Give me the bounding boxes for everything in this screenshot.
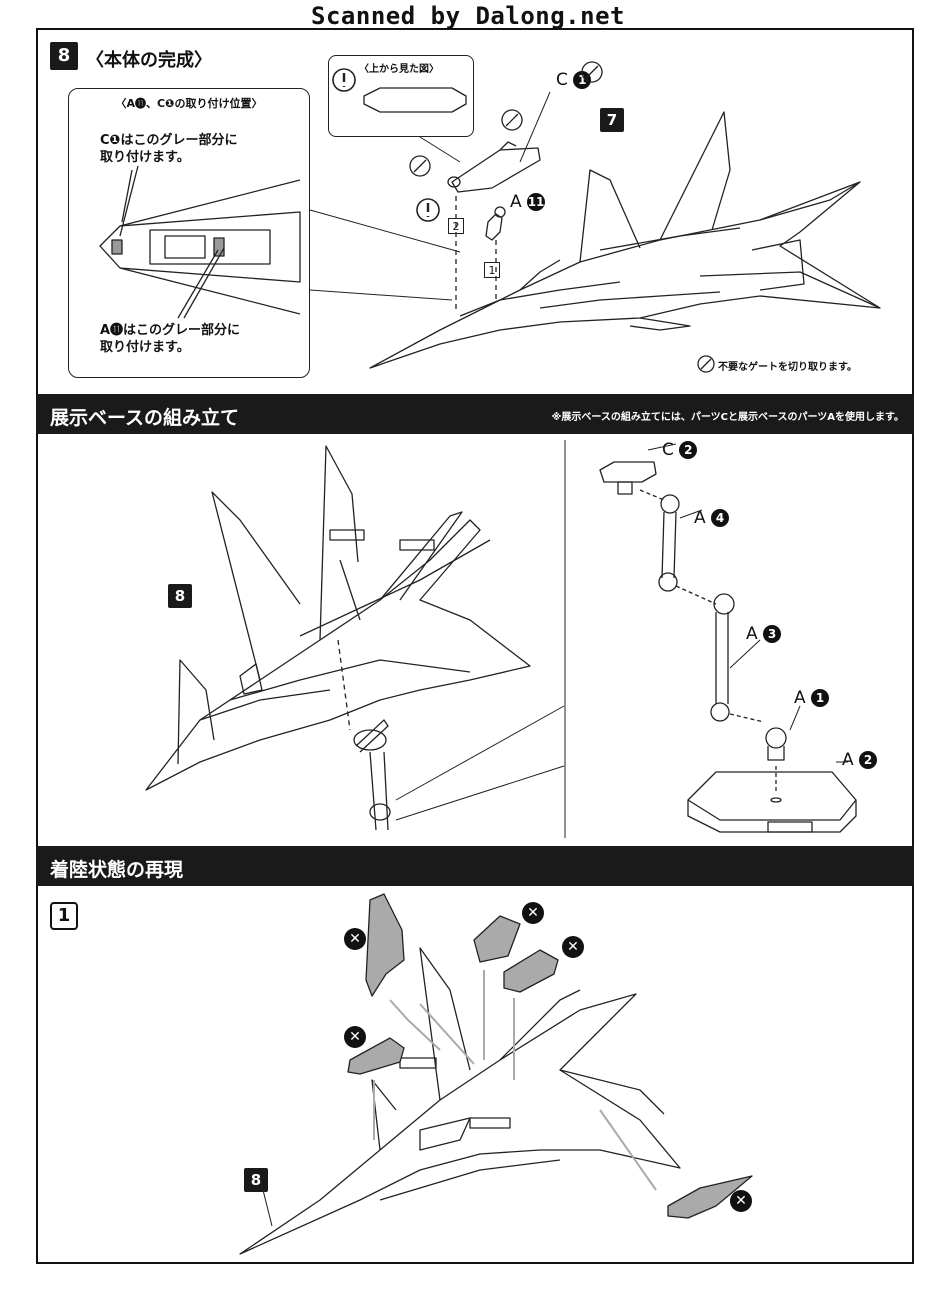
- part-label-a3: A 3: [746, 624, 782, 644]
- callout-a11: A⓫はこのグレー部分に 取り付けます。: [100, 323, 241, 355]
- part-label-c1: C 1: [556, 70, 592, 90]
- scan-credit: Scanned by Dalong.net: [311, 2, 625, 30]
- canopy-part-c1: [447, 91, 551, 193]
- top-view-inset: 〈上から見た図〉: [328, 55, 474, 137]
- remove-mark-1: ✕: [344, 928, 366, 950]
- aircraft-step8: [369, 111, 881, 369]
- inset-title: 〈A⓫、C❶の取り付け位置〉: [115, 97, 263, 110]
- part-label-a1: A 1: [794, 688, 830, 708]
- part-label-a11: A 11: [510, 192, 546, 212]
- display-base-note: ※展示ベースの組み立てには、パーツCと展示ベースのパーツAを使用します。: [551, 412, 904, 423]
- inset-nose-closeup: [99, 165, 301, 319]
- part-label-a2: A 2: [842, 750, 878, 770]
- remove-mark-5: ✕: [730, 1190, 752, 1212]
- ref-step-8-base: 8: [168, 584, 192, 608]
- aircraft-landing: [239, 947, 681, 1255]
- stand-parts: [599, 461, 857, 833]
- remove-mark-3: ✕: [562, 936, 584, 958]
- part-label-a4: A 4: [694, 508, 730, 528]
- step-8-title: 〈本体の完成〉: [86, 50, 212, 71]
- display-base-header: 展示ベースの組み立て ※展示ベースの組み立てには、パーツCと展示ベースのパーツA…: [36, 394, 914, 434]
- ref-step-8-landing: 8: [244, 1168, 268, 1192]
- gate-note: 不要なゲートを切り取ります。: [718, 362, 857, 373]
- callout-c1: C❶はこのグレー部分に 取り付けます。: [100, 133, 238, 165]
- ref-step-7: 7: [600, 108, 624, 132]
- remove-mark-2: ✕: [522, 902, 544, 924]
- landing-title: 着陸状態の再現: [50, 859, 184, 881]
- order-1: 1: [484, 262, 500, 278]
- aircraft-base-view: [145, 445, 531, 791]
- display-base-title: 展示ベースの組み立て: [50, 407, 240, 429]
- top-view-title: 〈上から見た図〉: [359, 64, 439, 75]
- part-label-c2: C 2: [662, 440, 698, 460]
- remove-mark-4: ✕: [344, 1026, 366, 1048]
- attachment-position-inset: 〈A⓫、C❶の取り付け位置〉: [68, 88, 310, 378]
- instruction-page-frame: [36, 28, 914, 1264]
- landing-header: 着陸状態の再現: [36, 846, 914, 886]
- step-number-8: 8: [50, 42, 78, 70]
- landing-step-1: 1: [50, 902, 78, 930]
